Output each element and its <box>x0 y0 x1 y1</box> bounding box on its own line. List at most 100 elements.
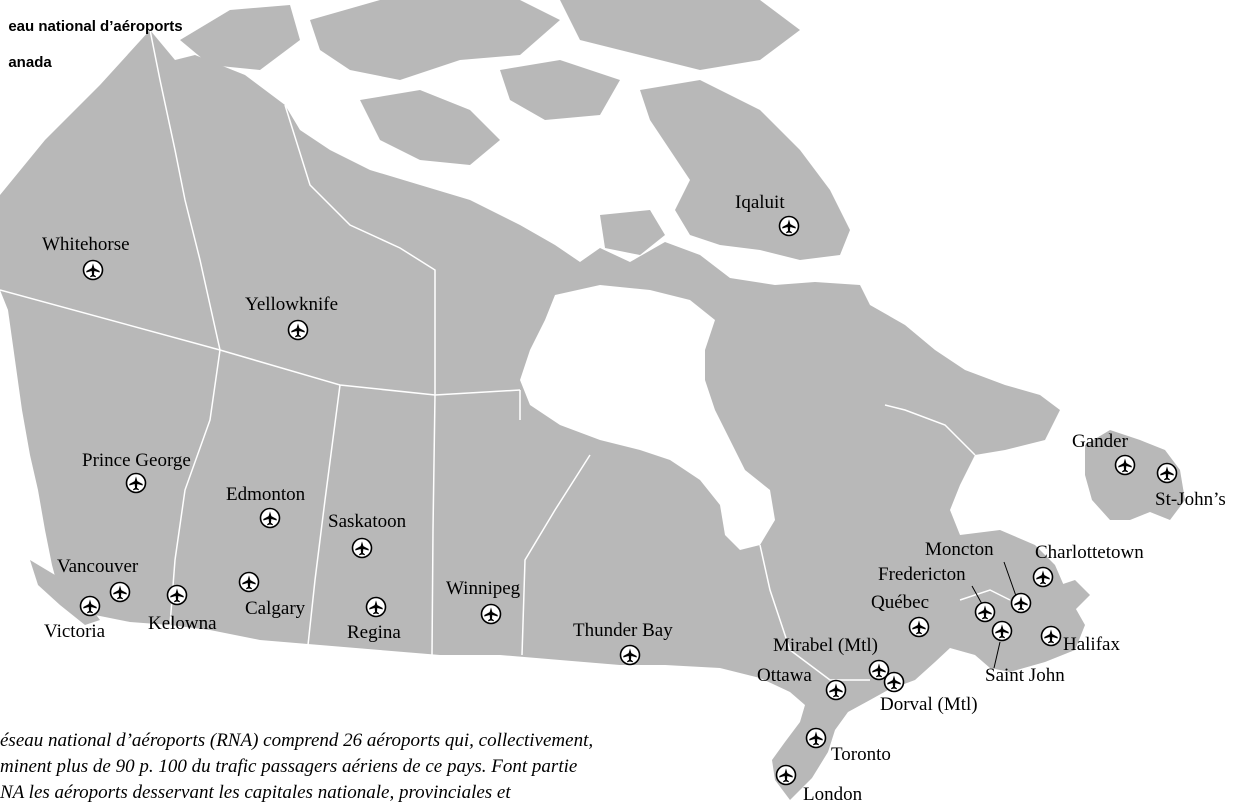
airport-label: Charlottetown <box>1035 542 1144 563</box>
airport-whitehorse: Whitehorse <box>42 234 130 281</box>
airport-label: Mirabel (Mtl) <box>773 635 878 656</box>
airport-thunder-bay: Thunder Bay <box>573 620 673 666</box>
border-nwt-nunavut <box>284 104 436 395</box>
southampton-island <box>600 210 665 255</box>
caption-line-2: minent plus de 90 p. 100 du trafic passa… <box>0 756 578 777</box>
border-bc-alberta <box>169 349 221 626</box>
leader-fredericton <box>971 585 983 605</box>
airport-label: Halifax <box>1063 634 1120 655</box>
airplane-icon <box>1040 625 1062 647</box>
border-quebec-labrador <box>884 404 976 456</box>
airport-gander: Gander <box>1072 431 1136 476</box>
airport-fredericton: Fredericton <box>878 564 996 623</box>
airport-saint-john: Saint John <box>985 620 1065 686</box>
water-layer <box>520 285 775 550</box>
airport-ottawa: Ottawa <box>757 665 847 701</box>
baffin-island <box>640 80 850 260</box>
border-nb-quebec <box>959 589 1011 601</box>
airplane-icon <box>238 571 260 593</box>
airport-label: Québec <box>871 592 929 613</box>
airport-label: Iqaluit <box>735 192 785 213</box>
hudson-bay <box>520 285 775 550</box>
airplane-icon <box>365 596 387 618</box>
arctic-island-5 <box>500 60 620 120</box>
airport-label: Vancouver <box>57 556 139 577</box>
borders <box>0 29 1011 681</box>
airport-winnipeg: Winnipeg <box>446 578 521 625</box>
airplane-icon <box>259 507 281 529</box>
airplane-icon <box>351 537 373 559</box>
airport-toronto: Toronto <box>805 727 891 765</box>
airplane-icon <box>778 215 800 237</box>
map-caption: éseau national d’aéroports (RNA) compren… <box>0 728 760 806</box>
border-yukon-nwt <box>149 29 221 351</box>
border-manitoba-ontario <box>519 390 591 656</box>
airport-calgary: Calgary <box>238 571 306 619</box>
map-title-line-1: eau national d’aéroports <box>8 18 183 35</box>
airport-regina: Regina <box>347 596 401 643</box>
airport-quebec: Québec <box>871 592 930 638</box>
airplane-icon <box>1156 462 1178 484</box>
arctic-island-3 <box>560 0 800 70</box>
airport-charlottetown: Charlottetown <box>1032 542 1144 588</box>
airport-label: London <box>803 784 863 805</box>
airport-label: Fredericton <box>878 564 966 585</box>
airport-label: Yellowknife <box>245 294 338 315</box>
mainland <box>0 30 1085 800</box>
airplane-icon <box>1010 592 1032 614</box>
leader-saint-john <box>993 641 1001 669</box>
airport-label: St-John’s <box>1155 489 1226 510</box>
airport-label: Prince George <box>82 450 191 471</box>
airport-vancouver: Vancouver <box>57 556 139 603</box>
airport-iqaluit: Iqaluit <box>735 192 800 237</box>
airport-kelowna: Kelowna <box>148 584 217 634</box>
airport-prince-george: Prince George <box>82 450 191 494</box>
airplane-icon <box>805 727 827 749</box>
airport-label: Saskatoon <box>328 511 407 532</box>
leader-lines <box>971 561 1017 669</box>
airport-yellowknife: Yellowknife <box>245 294 338 341</box>
airport-london: London <box>775 764 863 805</box>
airport-label: Moncton <box>925 539 994 560</box>
airport-label: Winnipeg <box>446 578 521 599</box>
arctic-island-2 <box>310 0 560 80</box>
airplane-icon <box>825 679 847 701</box>
airport-label: Kelowna <box>148 613 217 634</box>
airplane-icon <box>1114 454 1136 476</box>
airport-label: Dorval (Mtl) <box>880 694 978 715</box>
airplane-icon <box>166 584 188 606</box>
land-layer <box>0 0 1185 800</box>
arctic-island-4 <box>360 90 500 165</box>
border-alberta-sask <box>307 384 341 646</box>
airplane-icon <box>109 581 131 603</box>
airport-victoria: Victoria <box>44 595 106 642</box>
map-title-line-2: anada <box>8 54 52 71</box>
border-sask-manitoba <box>431 394 436 656</box>
airplane-icon <box>868 659 890 681</box>
airport-label: Edmonton <box>226 484 306 505</box>
airport-label: Thunder Bay <box>573 620 673 641</box>
map-title: eau national d’aéroports anada <box>0 0 183 72</box>
airplane-icon <box>775 764 797 786</box>
airport-label: Victoria <box>44 621 106 642</box>
caption-line-1: éseau national d’aéroports (RNA) compren… <box>0 730 594 751</box>
airplane-icon <box>974 601 996 623</box>
airplane-icon <box>619 644 641 666</box>
border-ontario-quebec <box>759 544 870 681</box>
airplane-icon <box>883 671 905 693</box>
airport-moncton: Moncton <box>925 539 1032 614</box>
airport-edmonton: Edmonton <box>226 484 306 529</box>
airport-label: Calgary <box>245 598 306 619</box>
airport-label: Saint John <box>985 665 1065 686</box>
airplane-icon <box>480 603 502 625</box>
airport-label: Gander <box>1072 431 1129 452</box>
airport-label: Toronto <box>831 744 891 765</box>
airplane-icon <box>125 472 147 494</box>
airplane-icon <box>1032 566 1054 588</box>
airport-label: Regina <box>347 622 401 643</box>
airplane-icon <box>82 259 104 281</box>
arctic-island-1 <box>180 5 300 70</box>
airplane-icon <box>287 319 309 341</box>
